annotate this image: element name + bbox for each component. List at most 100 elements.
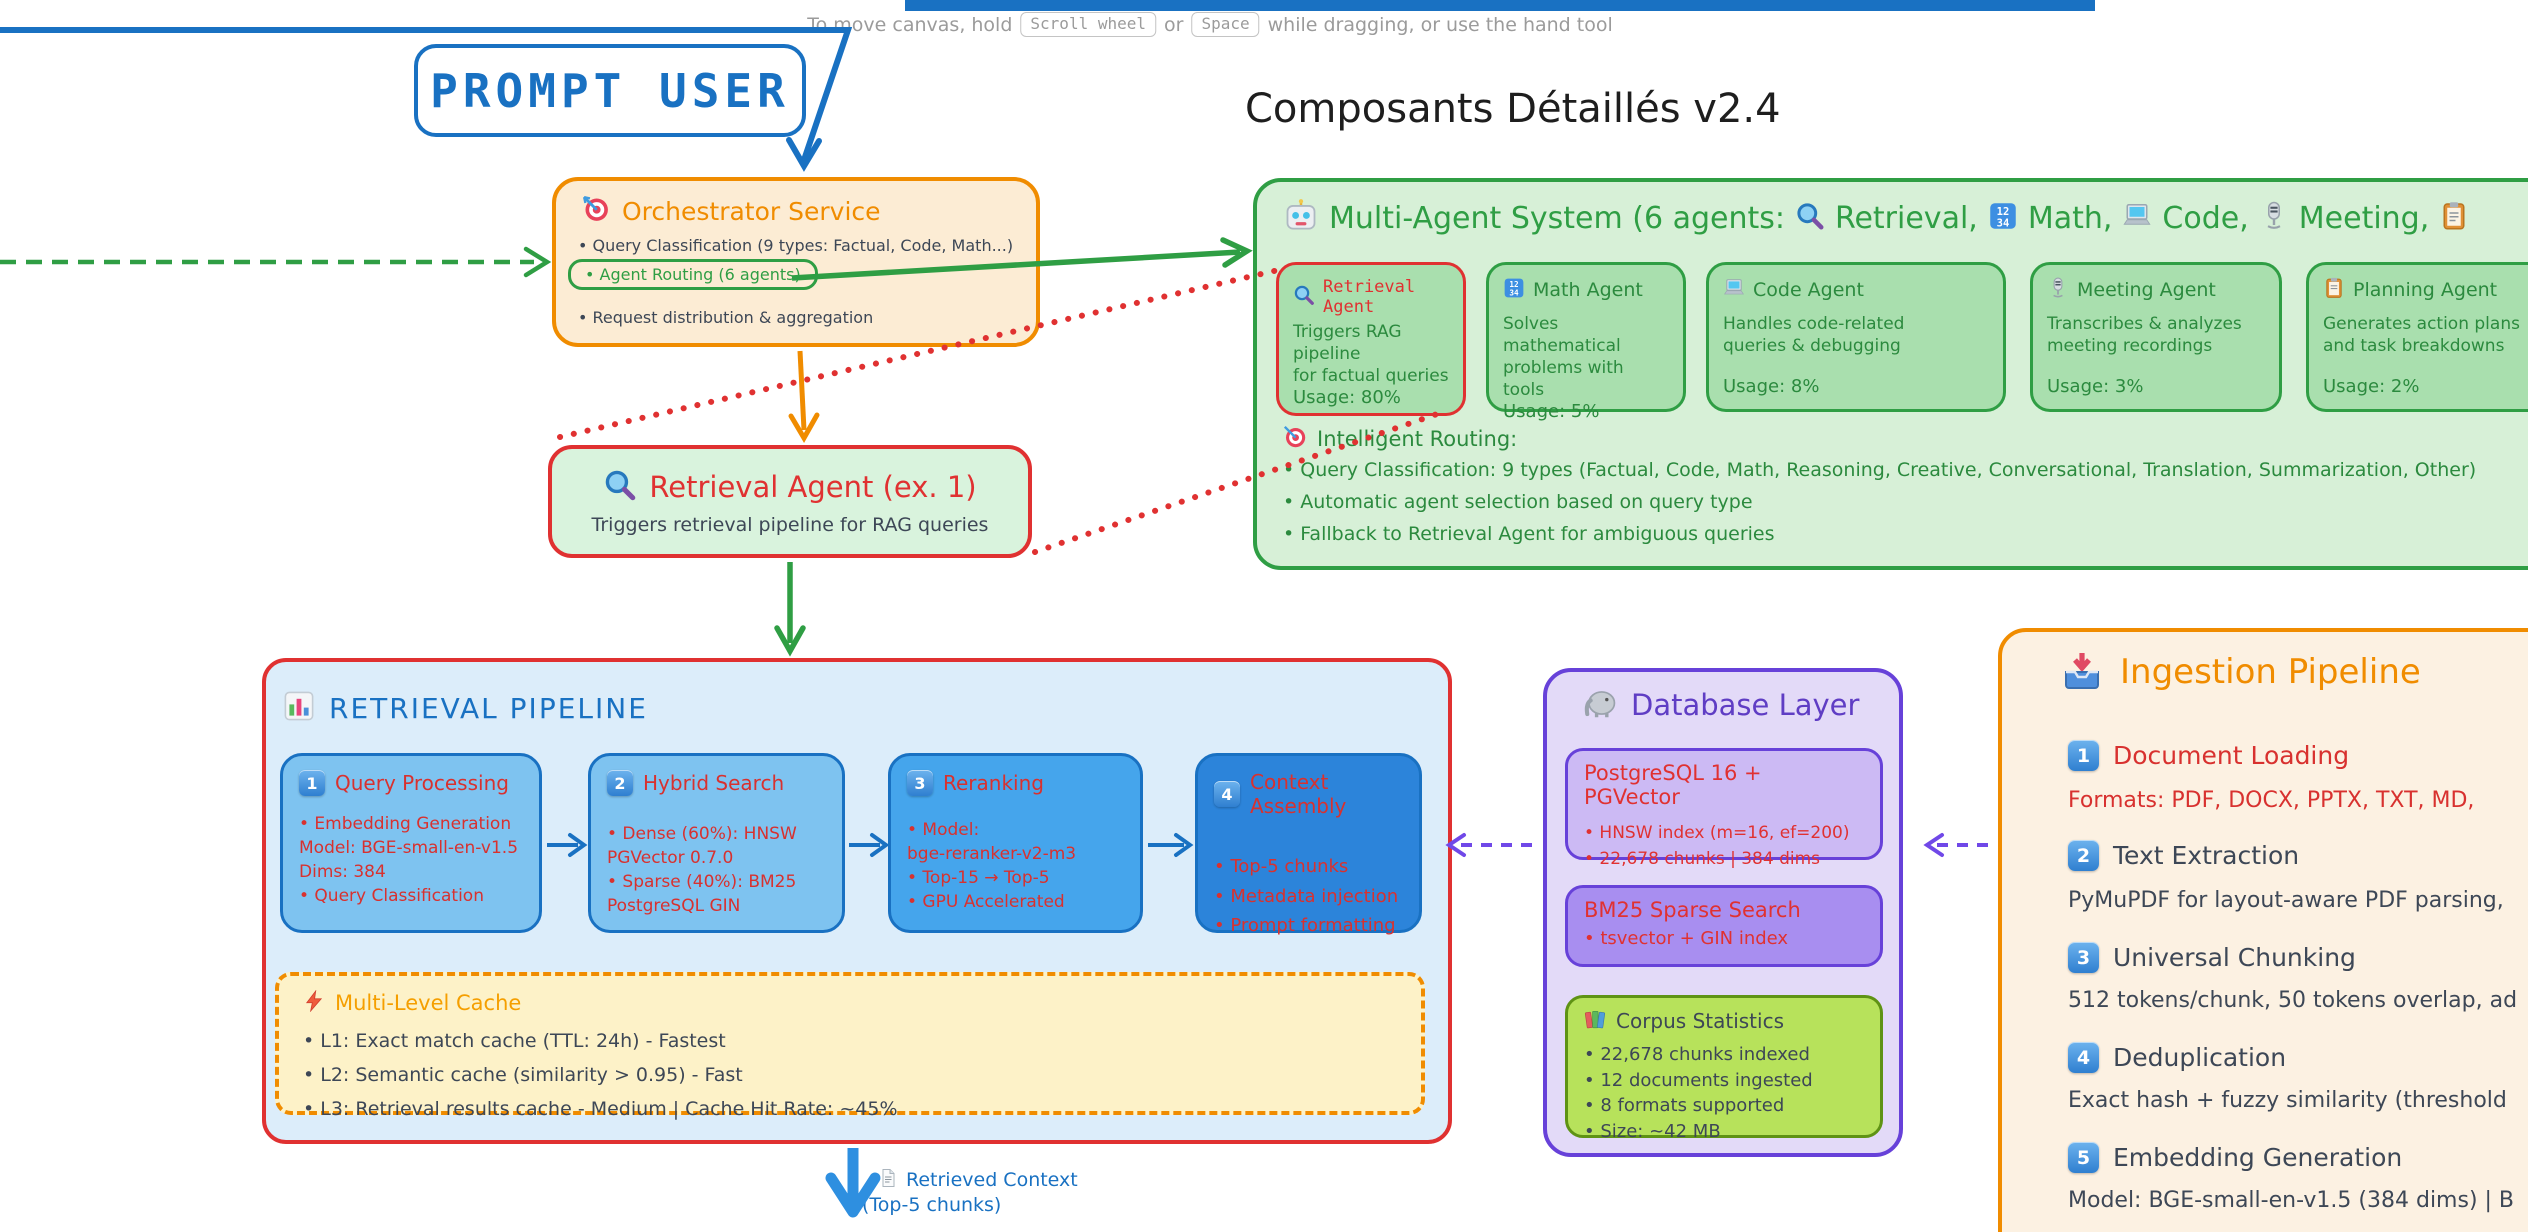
retrieval-agent-example-box[interactable]: Retrieval Agent (ex. 1) Triggers retriev… (548, 445, 1032, 558)
postgresql-body: • HNSW index (m=16, ef=200) • 22,678 chu… (1584, 823, 1850, 869)
clipboard-icon (2439, 201, 2469, 235)
corpus-title: Corpus Statistics (1616, 1009, 1784, 1033)
target-icon (582, 195, 610, 227)
agent-usage: Usage: 3% (2047, 376, 2144, 397)
step-3-badge: 3 (907, 770, 933, 796)
arrowhead (786, 137, 822, 172)
pipeline-card-reranking[interactable]: 3 Reranking • Model: bge-reranker-v2-m3 … (888, 753, 1143, 933)
top-blue-element-edge[interactable] (905, 0, 2095, 11)
retrieval-example-subtitle: Triggers retrieval pipeline for RAG quer… (591, 513, 989, 536)
microphone-icon (2259, 201, 2289, 235)
space-key: Space (1191, 12, 1260, 37)
svg-text:12: 12 (1509, 280, 1518, 289)
agent-routing-highlight[interactable]: • Agent Routing (6 agents) (568, 259, 818, 290)
ingestion-step-4-body: Exact hash + fuzzy similarity (threshold (2068, 1088, 2507, 1113)
books-icon (1584, 1008, 1606, 1034)
agent-desc: Handles code-related queries & debugging (1723, 314, 1905, 357)
pipeline-step-body: • Embedding Generation Model: BGE-small-… (299, 814, 519, 907)
agent-usage: Usage: 5% (1503, 401, 1600, 423)
arrowhead (774, 625, 806, 657)
cache-bullet-1: • L1: Exact match cache (TTL: 24h) - Fas… (303, 1030, 726, 1052)
intelligent-routing-title: Intelligent Routing: (1317, 427, 1518, 451)
page-title: Composants Détaillés v2.4 (1245, 86, 1781, 132)
routing-bullet-3: • Fallback to Retrieval Agent for ambigu… (1283, 523, 1775, 545)
svg-text:34: 34 (1509, 289, 1519, 298)
ingestion-step-3-badge: 3 (2068, 942, 2099, 973)
agent-card-code[interactable]: Code Agent Handles code-related queries … (1706, 262, 2006, 412)
agent-name: Planning Agent (2353, 279, 2498, 301)
agent-card-retrieval[interactable]: Retrieval Agent Triggers RAG pipeline fo… (1276, 262, 1466, 416)
pipeline-title: RETRIEVAL PIPELINE (329, 691, 648, 725)
ingestion-step-1-body: Formats: PDF, DOCX, PPTX, TXT, MD, (2068, 788, 2475, 813)
elephant-icon (1583, 686, 1617, 724)
document-icon (878, 1168, 898, 1192)
microphone-icon (2047, 277, 2069, 303)
hint-post: while dragging, or use the hand tool (1267, 13, 1613, 36)
canvas-hint: To move canvas, hold Scroll wheel or Spa… (807, 12, 1613, 37)
bm25-box[interactable]: BM25 Sparse Search • tsvector + GIN inde… (1565, 885, 1883, 967)
agent-name: Meeting Agent (2077, 279, 2216, 301)
agent-usage: Usage: 80% (1293, 387, 1401, 409)
pipeline-card-query-processing[interactable]: 1 Query Processing • Embedding Generatio… (280, 753, 542, 933)
clipboard-icon (2323, 277, 2345, 303)
orchestrator-box[interactable]: Orchestrator Service • Query Classificat… (552, 177, 1040, 347)
agent-name: Math Agent (1533, 279, 1643, 301)
database-title-row: Database Layer (1583, 686, 1859, 724)
agent-name: Retrieval Agent (1323, 277, 1416, 317)
ingestion-step-1-badge: 1 (2068, 740, 2099, 771)
multi-agent-title: Multi-Agent System (6 agents: (1329, 200, 1785, 236)
arrowhead (1923, 833, 1944, 857)
corpus-statistics-box[interactable]: Corpus Statistics • 22,678 chunks indexe… (1565, 995, 1883, 1142)
agent-card-meeting[interactable]: Meeting Agent Transcribes & analyzes mee… (2030, 262, 2282, 412)
bm25-body: • tsvector + GIN index (1584, 928, 1789, 949)
agent-desc: Transcribes & analyzes meeting recording… (2047, 314, 2242, 357)
corpus-body: • 22,678 chunks indexed • 12 documents i… (1584, 1044, 1813, 1142)
scroll-wheel-key: Scroll wheel (1020, 12, 1156, 37)
ingestion-step-1-title-row: 1 Document Loading (2068, 740, 2349, 771)
agent-desc: Triggers RAG pipeline for factual querie… (1293, 322, 1449, 387)
multi-agent-item-meeting: Meeting, (2298, 200, 2430, 236)
prompt-user-label: PROMPT USER (430, 63, 790, 118)
bm25-title: BM25 Sparse Search (1584, 898, 1801, 922)
ingestion-step-2-badge: 2 (2068, 840, 2099, 871)
agent-routing-label: • Agent Routing (6 agents) (585, 265, 801, 284)
pipeline-card-context-assembly[interactable]: 4 Context Assembly • Top-5 chunks • Meta… (1195, 753, 1422, 936)
pipeline-step-title: Reranking (943, 771, 1044, 795)
agent-usage: Usage: 2% (2323, 376, 2420, 397)
step-4-badge: 4 (1214, 781, 1240, 807)
multi-level-cache-box[interactable]: Multi-Level Cache • L1: Exact match cach… (275, 972, 1425, 1120)
orchestrator-bullet-3: • Request distribution & aggregation (578, 308, 874, 327)
magnifier-icon (1795, 201, 1825, 235)
multi-agent-item-math: Math, (2027, 200, 2113, 236)
pipeline-step-title: Context Assembly (1250, 770, 1347, 818)
pipeline-step-body: • Model: bge-reranker-v2-m3 • Top-15 → T… (907, 820, 1077, 913)
target-icon (1283, 425, 1307, 453)
retrieved-context-label: Retrieved Context (906, 1169, 1078, 1191)
svg-text:34: 34 (1997, 218, 2010, 230)
ingestion-pipeline-box[interactable] (1998, 628, 2528, 1232)
pipeline-card-hybrid-search[interactable]: 2 Hybrid Search • Dense (60%): HNSW PGVe… (588, 753, 845, 933)
orchestrator-title: Orchestrator Service (622, 196, 881, 226)
agent-name: Code Agent (1753, 279, 1864, 301)
inbox-tray-icon (2062, 650, 2102, 694)
lightning-bolt-icon (303, 989, 325, 1016)
postgresql-box[interactable]: PostgreSQL 16 + PGVector • HNSW index (m… (1565, 748, 1883, 869)
step-1-badge: 1 (299, 770, 325, 796)
ingestion-step-4-title-row: 4 Deduplication (2068, 1042, 2286, 1073)
retrieval-example-title: Retrieval Agent (ex. 1) (649, 469, 977, 504)
agent-card-planning[interactable]: Planning Agent Generates action plans an… (2306, 262, 2528, 412)
prompt-user-box[interactable]: PROMPT USER (414, 44, 806, 137)
agent-desc: Solves mathematical problems with tools (1503, 314, 1624, 401)
pipeline-step-body: • Top-5 chunks • Metadata injection • Pr… (1214, 856, 1399, 937)
robot-icon (1283, 198, 1319, 238)
agent-desc: Generates action plans and task breakdow… (2323, 314, 2520, 357)
database-title: Database Layer (1631, 688, 1860, 722)
multi-agent-item-code: Code, (2162, 200, 2249, 236)
ingestion-title: Ingestion Pipeline (2120, 652, 2421, 692)
orchestrator-to-retrieval-arrow[interactable] (797, 350, 807, 431)
pipeline-step-body: • Dense (60%): HNSW PGVector 0.7.0 • Spa… (607, 824, 797, 917)
arrowhead (523, 246, 552, 278)
